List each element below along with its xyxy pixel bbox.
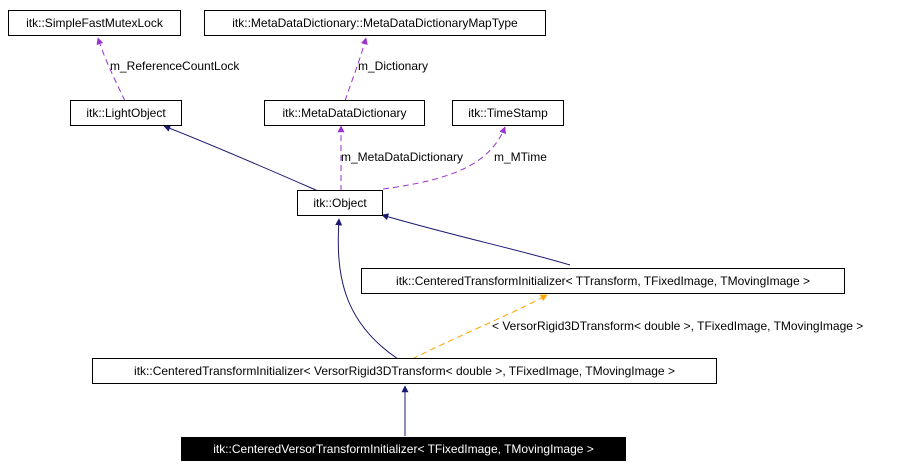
edge-ctiversor-object bbox=[335, 218, 399, 360]
node-light-object[interactable]: itk::LightObject bbox=[70, 100, 182, 126]
node-object[interactable]: itk::Object bbox=[297, 190, 383, 216]
edge-mutex-lightobject bbox=[96, 37, 126, 102]
node-simple-fast-mutex-lock[interactable]: itk::SimpleFastMutexLock bbox=[8, 10, 181, 36]
label-reference-count-lock: m_ReferenceCountLock bbox=[110, 59, 240, 73]
node-metadata-dictionary[interactable]: itk::MetaDataDictionary bbox=[264, 100, 425, 126]
edge-timestamp-object bbox=[382, 126, 506, 190]
edge-object-lightobject bbox=[163, 125, 319, 192]
edge-ctiversor-cti bbox=[411, 294, 548, 360]
node-time-stamp[interactable]: itk::TimeStamp bbox=[452, 100, 564, 126]
label-dictionary: m_Dictionary bbox=[358, 59, 429, 73]
label-mtime: m_MTime bbox=[494, 150, 547, 164]
label-template-args: < VersorRigid3DTransform< double >, TFix… bbox=[492, 319, 864, 333]
node-centered-transform-initializer-versor[interactable]: itk::CenteredTransformInitializer< Verso… bbox=[92, 358, 717, 384]
label-metadata-dictionary: m_MetaDataDictionary bbox=[341, 150, 464, 164]
edge-maptype-dictionary bbox=[344, 37, 368, 102]
node-centered-transform-initializer[interactable]: itk::CenteredTransformInitializer< TTran… bbox=[361, 268, 845, 294]
node-metadata-dictionary-map-type[interactable]: itk::MetaDataDictionary::MetaDataDiction… bbox=[204, 10, 546, 36]
node-centered-versor-transform-initializer[interactable]: itk::CenteredVersorTransformInitializer<… bbox=[181, 437, 626, 461]
edge-cti-object bbox=[381, 213, 571, 266]
